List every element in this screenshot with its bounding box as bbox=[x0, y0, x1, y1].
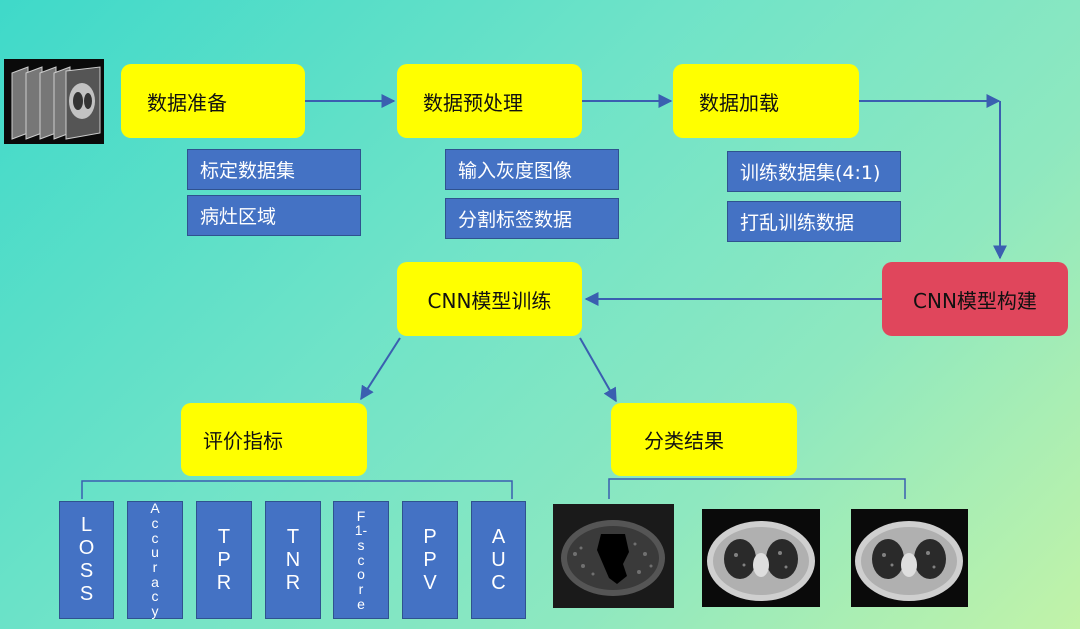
sub-preprocess-2-label: 分割标签数据 bbox=[458, 209, 573, 231]
metric-char: s bbox=[357, 536, 365, 553]
sub-prep-1-label: 标定数据集 bbox=[200, 160, 296, 182]
metric-char: A bbox=[491, 525, 506, 548]
metric-char: r bbox=[358, 581, 364, 598]
metric-char: P bbox=[423, 548, 437, 571]
metric-char: S bbox=[79, 560, 94, 582]
metric-char: o bbox=[357, 566, 365, 583]
metric-char: a bbox=[151, 573, 159, 590]
node-cnn-build: CNN模型构建 bbox=[882, 262, 1068, 336]
results-bracket bbox=[608, 478, 906, 499]
node-loading: 数据加载 bbox=[673, 64, 859, 138]
sub-loading-1-label: 训练数据集(4:1) bbox=[740, 162, 881, 184]
metric-char: R bbox=[216, 571, 232, 594]
node-cnn-train: CNN模型训练 bbox=[397, 262, 582, 336]
sub-preprocess-2: 分割标签数据 bbox=[445, 198, 619, 239]
metric-char: P bbox=[423, 525, 437, 548]
node-eval-metrics-label: 评价指标 bbox=[203, 429, 283, 453]
ct-scan-result-2 bbox=[702, 509, 820, 607]
ct-stack-image bbox=[4, 59, 104, 144]
sub-loading-1: 训练数据集(4:1) bbox=[727, 151, 901, 192]
metric-char: L bbox=[80, 514, 93, 536]
node-cnn-train-label: CNN模型训练 bbox=[427, 288, 552, 313]
ct-scan-result-1 bbox=[553, 504, 674, 608]
metric-char: c bbox=[151, 514, 159, 531]
metric-char: P bbox=[217, 548, 231, 571]
node-cnn-build-label: CNN模型构建 bbox=[913, 288, 1037, 313]
sub-prep-2-label: 病灶区域 bbox=[200, 206, 277, 228]
node-data-prep: 数据准备 bbox=[121, 64, 305, 138]
metric-char: R bbox=[285, 571, 301, 594]
metric-char: U bbox=[491, 548, 506, 571]
metric-char: T bbox=[286, 525, 300, 548]
metric-char: A bbox=[150, 500, 160, 517]
node-data-prep-label: 数据准备 bbox=[147, 90, 227, 115]
sub-loading-2: 打乱训练数据 bbox=[727, 201, 901, 242]
node-class-results-label: 分类结果 bbox=[644, 429, 724, 453]
metric-char: c bbox=[151, 529, 159, 546]
arrow-train-to-results bbox=[579, 337, 617, 403]
metric-char: O bbox=[78, 537, 95, 559]
sub-preprocess-1-label: 输入灰度图像 bbox=[458, 160, 573, 182]
metric-char: y bbox=[151, 603, 159, 620]
node-class-results: 分类结果 bbox=[611, 403, 797, 476]
node-preprocess: 数据预处理 bbox=[397, 64, 582, 138]
node-preprocess-label: 数据预处理 bbox=[423, 90, 523, 115]
metric-char: c bbox=[151, 588, 159, 605]
metric-char: S bbox=[79, 583, 94, 605]
node-loading-label: 数据加载 bbox=[699, 90, 779, 115]
node-eval-metrics: 评价指标 bbox=[181, 403, 367, 476]
metric-char: T bbox=[217, 525, 231, 548]
metric-char: F bbox=[356, 507, 366, 524]
metrics-bracket bbox=[81, 480, 513, 499]
metric-char: r bbox=[152, 559, 158, 575]
ct-scan-result-3 bbox=[851, 509, 968, 607]
metric-char: e bbox=[357, 595, 365, 612]
sub-prep-2: 病灶区域 bbox=[187, 195, 361, 236]
sub-preprocess-1: 输入灰度图像 bbox=[445, 149, 619, 190]
sub-loading-2-label: 打乱训练数据 bbox=[740, 212, 855, 234]
arrow-train-to-eval bbox=[360, 337, 401, 401]
metric-char: N bbox=[285, 548, 301, 571]
metric-char: V bbox=[423, 571, 437, 594]
metric-char: c bbox=[357, 551, 365, 568]
metric-char: u bbox=[151, 544, 159, 561]
metric-char: 1- bbox=[354, 522, 368, 539]
sub-prep-1: 标定数据集 bbox=[187, 149, 361, 190]
metric-char: C bbox=[491, 571, 506, 594]
